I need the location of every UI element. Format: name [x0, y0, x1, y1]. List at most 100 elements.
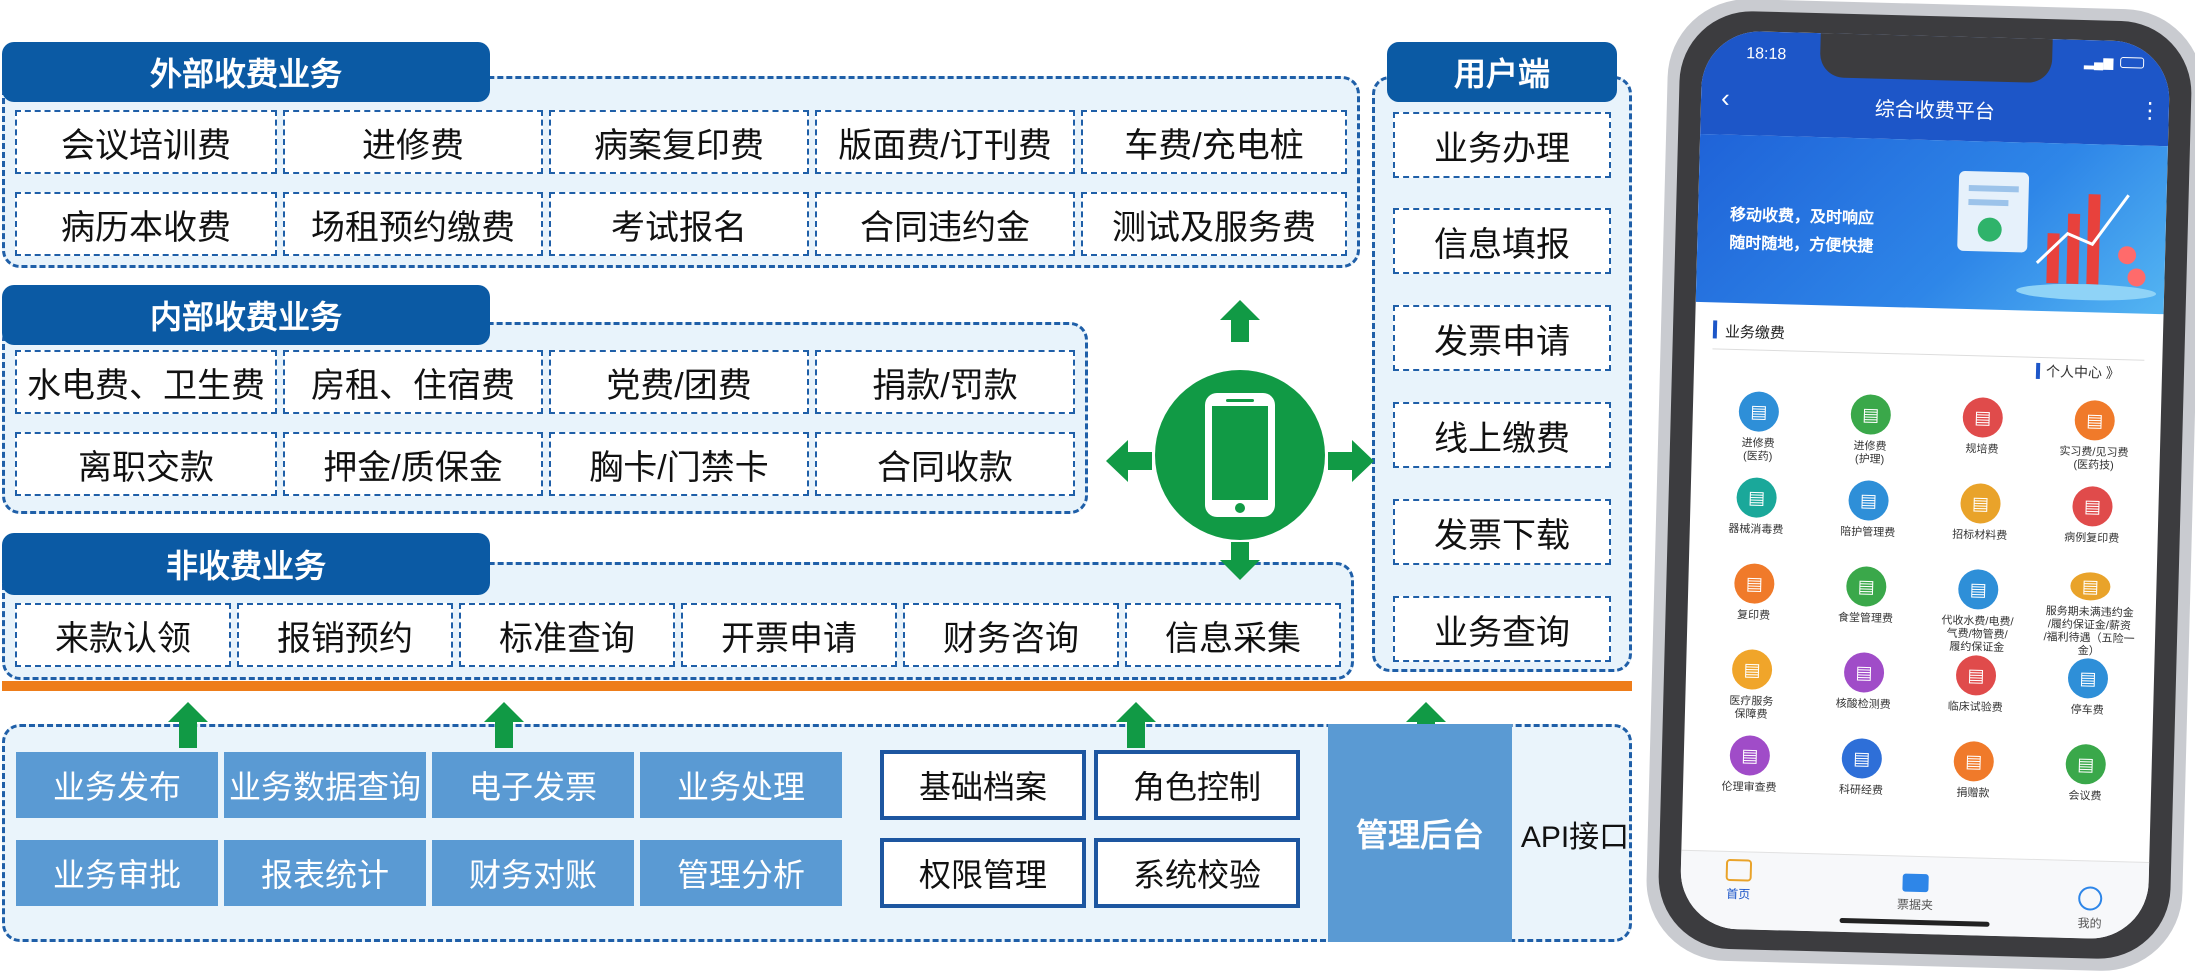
- user-item-business-query[interactable]: 业务查询: [1393, 596, 1611, 662]
- backend-business-data-query[interactable]: 业务数据查询: [224, 752, 426, 818]
- payment-grid-item[interactable]: ▤食堂管理费: [1819, 565, 1913, 653]
- phone-screen: 18:18 ▂▄▆ ‹ 综合收费平台 ⋮ 移动收费，及时响应 随时随地，方便快捷: [1679, 30, 2171, 940]
- payment-grid-item[interactable]: ▤实习费/见习费 (医药技): [2047, 399, 2141, 487]
- fee-item-further-study[interactable]: 进修费: [283, 110, 543, 174]
- fee-category-label: 进修费 (护理): [1853, 440, 1887, 466]
- payment-grid-item[interactable]: ▤会议费: [2038, 743, 2132, 831]
- fee-item-resignation-payment[interactable]: 离职交款: [15, 432, 277, 496]
- backend-business-approval[interactable]: 业务审批: [16, 840, 218, 906]
- banner-illustration-icon: [1957, 170, 2157, 301]
- fee-category-icon: ▤: [2067, 657, 2109, 699]
- fee-item-donation-fine[interactable]: 捐款/罚款: [815, 350, 1075, 414]
- fee-category-label: 会议费: [2068, 789, 2102, 803]
- more-menu-icon[interactable]: ⋮: [2138, 97, 2162, 124]
- payment-grid-item[interactable]: ▤捐赠款: [1926, 740, 2020, 828]
- hub-arrow-up-icon: [1220, 300, 1260, 342]
- nav-invoice-folder[interactable]: 票据夹: [1880, 873, 1951, 914]
- fee-item-deposit-warranty[interactable]: 押金/质保金: [283, 432, 543, 496]
- payment-grid-item[interactable]: ▤ 进修费 (护理): [1823, 393, 1917, 481]
- payment-grid-item[interactable]: ▤复印费: [1707, 562, 1801, 650]
- payment-grid-item[interactable]: ▤代收水费/电费/ 气费/物管费/ 履约保证金: [1931, 568, 2025, 656]
- arrow-up-icon: [484, 702, 524, 748]
- backend-basic-archive[interactable]: 基础档案: [880, 750, 1086, 820]
- payment-grid-item[interactable]: ▤停车费: [2040, 657, 2134, 745]
- status-time: 18:18: [1746, 45, 1787, 64]
- fee-category-label: 规培费: [1965, 443, 1999, 456]
- hub-arrow-right-icon: [1328, 440, 1374, 482]
- fee-item-venue-booking[interactable]: 场租预约缴费: [283, 192, 543, 256]
- payment-grid-item[interactable]: ▤医疗服务 保障费: [1704, 648, 1798, 736]
- fee-category-label: 伦理审查费: [1721, 780, 1777, 795]
- backend-role-control[interactable]: 角色控制: [1094, 750, 1300, 820]
- arrow-up-icon: [168, 702, 208, 748]
- payment-grid-item[interactable]: ▤病例复印费: [2045, 485, 2139, 573]
- fee-item-layout-subscription[interactable]: 版面费/订刊费: [815, 110, 1075, 174]
- fee-category-icon: ▤: [2070, 571, 2111, 601]
- nonfee-item-standard-query[interactable]: 标准查询: [459, 603, 675, 667]
- fee-category-icon: ▤: [1955, 654, 1997, 696]
- fee-item-test-service[interactable]: 测试及服务费: [1081, 192, 1347, 256]
- user-item-invoice-application[interactable]: 发票申请: [1393, 305, 1611, 371]
- backend-system-validation[interactable]: 系统校验: [1094, 838, 1300, 908]
- nonfee-item-invoice-application[interactable]: 开票申请: [681, 603, 897, 667]
- fee-category-label: 科研经费: [1838, 783, 1884, 798]
- fee-item-rent-lodging[interactable]: 房租、住宿费: [283, 350, 543, 414]
- fee-category-label: 临床试验费: [1947, 700, 2003, 715]
- fee-category-icon: ▤: [1962, 396, 2004, 439]
- phone-frame: 18:18 ▂▄▆ ‹ 综合收费平台 ⋮ 移动收费，及时响应 随时随地，方便快捷: [1644, 0, 2195, 973]
- section-marker: [1712, 320, 1718, 339]
- backend-business-processing[interactable]: 业务处理: [640, 752, 842, 818]
- nonfee-item-reimbursement-booking[interactable]: 报销预约: [237, 603, 453, 667]
- payment-grid-item[interactable]: ▤进修费 (医药): [1711, 390, 1805, 478]
- nav-home[interactable]: 首页: [1708, 858, 1769, 903]
- fee-category-label: 实习费/见习费 (医药技): [2059, 445, 2129, 472]
- smartphone-icon: [1155, 370, 1325, 540]
- fee-item-exam-registration[interactable]: 考试报名: [549, 192, 809, 256]
- user-item-business-handling[interactable]: 业务办理: [1393, 112, 1611, 178]
- fee-item-utilities-sanitation[interactable]: 水电费、卫生费: [15, 350, 277, 414]
- payment-grid-item[interactable]: ▤ 临床试验费: [1928, 654, 2022, 742]
- payment-grid-item[interactable]: ▤陪护管理费: [1821, 479, 1915, 567]
- backend-financial-reconciliation[interactable]: 财务对账: [432, 840, 634, 906]
- external-fees-title: 外部收费业务: [2, 42, 490, 102]
- backend-management-analysis[interactable]: 管理分析: [640, 840, 842, 906]
- user-item-info-fill[interactable]: 信息填报: [1393, 208, 1611, 274]
- backend-e-invoice[interactable]: 电子发票: [432, 752, 634, 818]
- fee-category-icon: ▤: [1957, 568, 1999, 610]
- fee-item-meeting-training[interactable]: 会议培训费: [15, 110, 277, 174]
- payment-grid-item[interactable]: ▤服务期未满违约金 /履约保证金/薪资 /福利待遇（五险一金）: [2043, 571, 2137, 659]
- fee-item-vehicle-charging[interactable]: 车费/充电桩: [1081, 110, 1347, 174]
- user-icon: [2077, 886, 2103, 911]
- nonfee-item-payment-claim[interactable]: 来款认领: [15, 603, 231, 667]
- payment-grid-item[interactable]: ▤核酸检测费: [1816, 651, 1910, 739]
- admin-backend-block[interactable]: 管理后台: [1328, 724, 1512, 942]
- personal-center-link[interactable]: 个人中心 》: [2045, 363, 2121, 382]
- backend-report-statistics[interactable]: 报表统计: [224, 840, 426, 906]
- fee-category-icon: ▤: [1733, 563, 1775, 605]
- fee-item-party-league-dues[interactable]: 党费/团费: [549, 350, 809, 414]
- internal-fees-title: 内部收费业务: [2, 285, 490, 345]
- nonfee-item-info-collection[interactable]: 信息采集: [1125, 603, 1341, 667]
- user-item-invoice-download[interactable]: 发票下载: [1393, 499, 1611, 565]
- payment-grid-item[interactable]: ▤科研经费: [1814, 737, 1908, 825]
- backend-permission-management[interactable]: 权限管理: [880, 838, 1086, 908]
- fee-item-contract-penalty[interactable]: 合同违约金: [815, 192, 1075, 256]
- orange-divider: [2, 681, 1632, 691]
- fee-item-medical-record-book[interactable]: 病历本收费: [15, 192, 277, 256]
- payment-grid-item[interactable]: ▤ 规培费: [1935, 396, 2029, 484]
- payment-grid-item[interactable]: ▤器械消毒费: [1709, 476, 1803, 564]
- payment-grid-item[interactable]: ▤招标材料费: [1933, 482, 2027, 570]
- fee-item-badge-access-card[interactable]: 胸卡/门禁卡: [549, 432, 809, 496]
- fee-category-icon: ▤: [1850, 394, 1892, 436]
- fee-item-record-copy[interactable]: 病案复印费: [549, 110, 809, 174]
- backend-business-publish[interactable]: 业务发布: [16, 752, 218, 818]
- payment-grid-item[interactable]: ▤伦理审查费: [1702, 734, 1796, 822]
- nonfee-item-finance-consult[interactable]: 财务咨询: [903, 603, 1119, 667]
- fee-item-contract-collection[interactable]: 合同收款: [815, 432, 1075, 496]
- nav-mine-label: 我的: [2077, 916, 2102, 931]
- nav-mine[interactable]: 我的: [2059, 886, 2120, 933]
- nonfee-title: 非收费业务: [2, 533, 490, 595]
- fee-category-icon: ▤: [1843, 651, 1885, 693]
- user-item-online-payment[interactable]: 线上缴费: [1393, 402, 1611, 468]
- hub-arrow-left-icon: [1106, 440, 1152, 482]
